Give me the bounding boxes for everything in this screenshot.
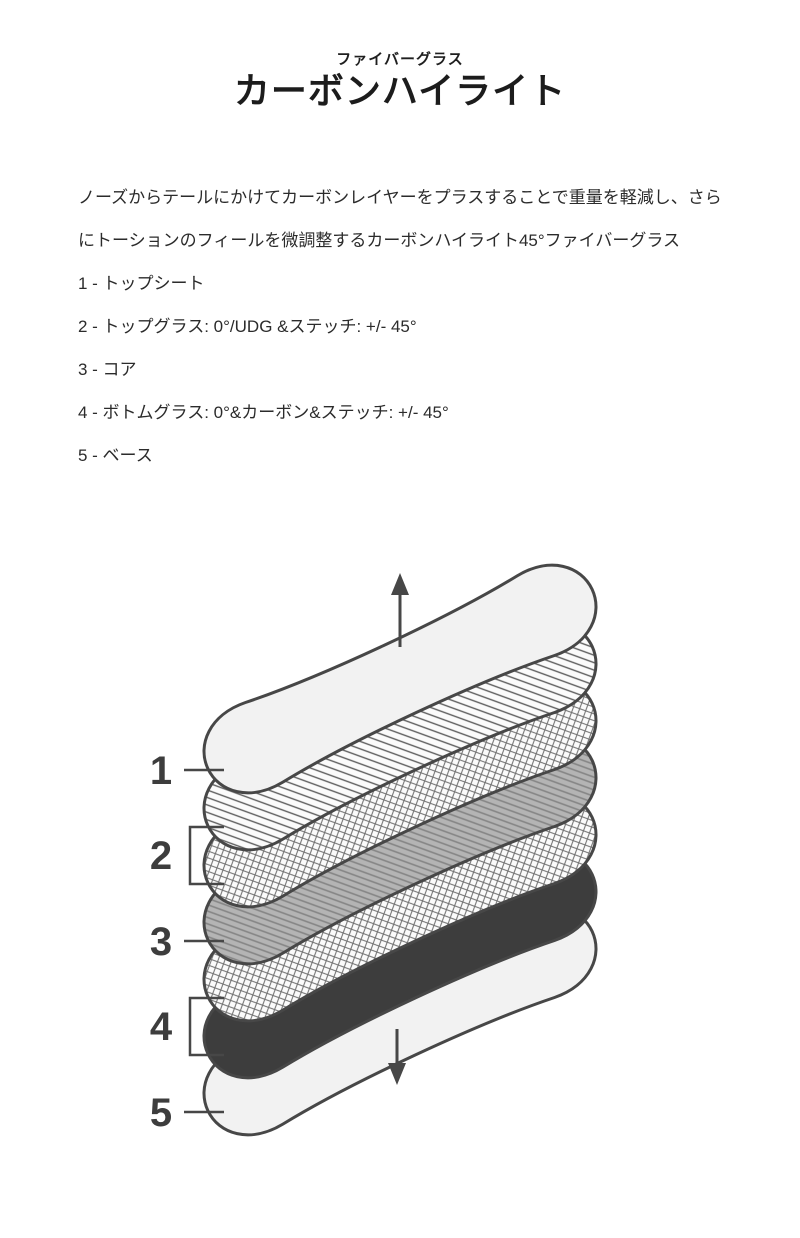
construction-diagram: 1 2 3 4 5 bbox=[0, 519, 800, 1219]
diagram-number-5: 5 bbox=[150, 1091, 172, 1135]
page-title: カーボンハイライト bbox=[233, 70, 567, 111]
title-furigana: ファイバーグラス bbox=[336, 51, 464, 68]
diagram-number-4: 4 bbox=[150, 1005, 173, 1049]
description-text: ノーズからテールにかけてカーボンレイヤーをプラスすることで重量を軽減し、さらにト… bbox=[78, 188, 722, 250]
diagram-number-3: 3 bbox=[150, 920, 172, 964]
layer-list-item-4: 4 - ボトムグラス: 0°&カーボン&ステッチ: +/- 45° bbox=[78, 403, 449, 422]
up-arrow-icon bbox=[391, 573, 409, 647]
down-arrow-icon bbox=[388, 1029, 406, 1085]
layer-list: 1 - トップシート 2 - トップグラス: 0°/UDG &ステッチ: +/-… bbox=[78, 262, 738, 477]
bracket-2 bbox=[188, 825, 224, 886]
header: ファイバーグラス カーボンハイライト bbox=[0, 0, 800, 112]
layer-list-item-3: 3 - コア bbox=[78, 360, 137, 379]
description-block: ノーズからテールにかけてカーボンレイヤーをプラスすることで重量を軽減し、さらにト… bbox=[78, 176, 738, 477]
construction-diagram-svg: 1 2 3 4 5 bbox=[150, 547, 613, 1153]
layer-list-item-1: 1 - トップシート bbox=[78, 274, 205, 293]
diagram-number-2: 2 bbox=[150, 834, 172, 878]
bracket-4 bbox=[188, 996, 224, 1057]
layer-list-item-5: 5 - ベース bbox=[78, 446, 153, 465]
diagram-number-1: 1 bbox=[150, 749, 172, 793]
layer-list-item-2: 2 - トップグラス: 0°/UDG &ステッチ: +/- 45° bbox=[78, 317, 417, 336]
